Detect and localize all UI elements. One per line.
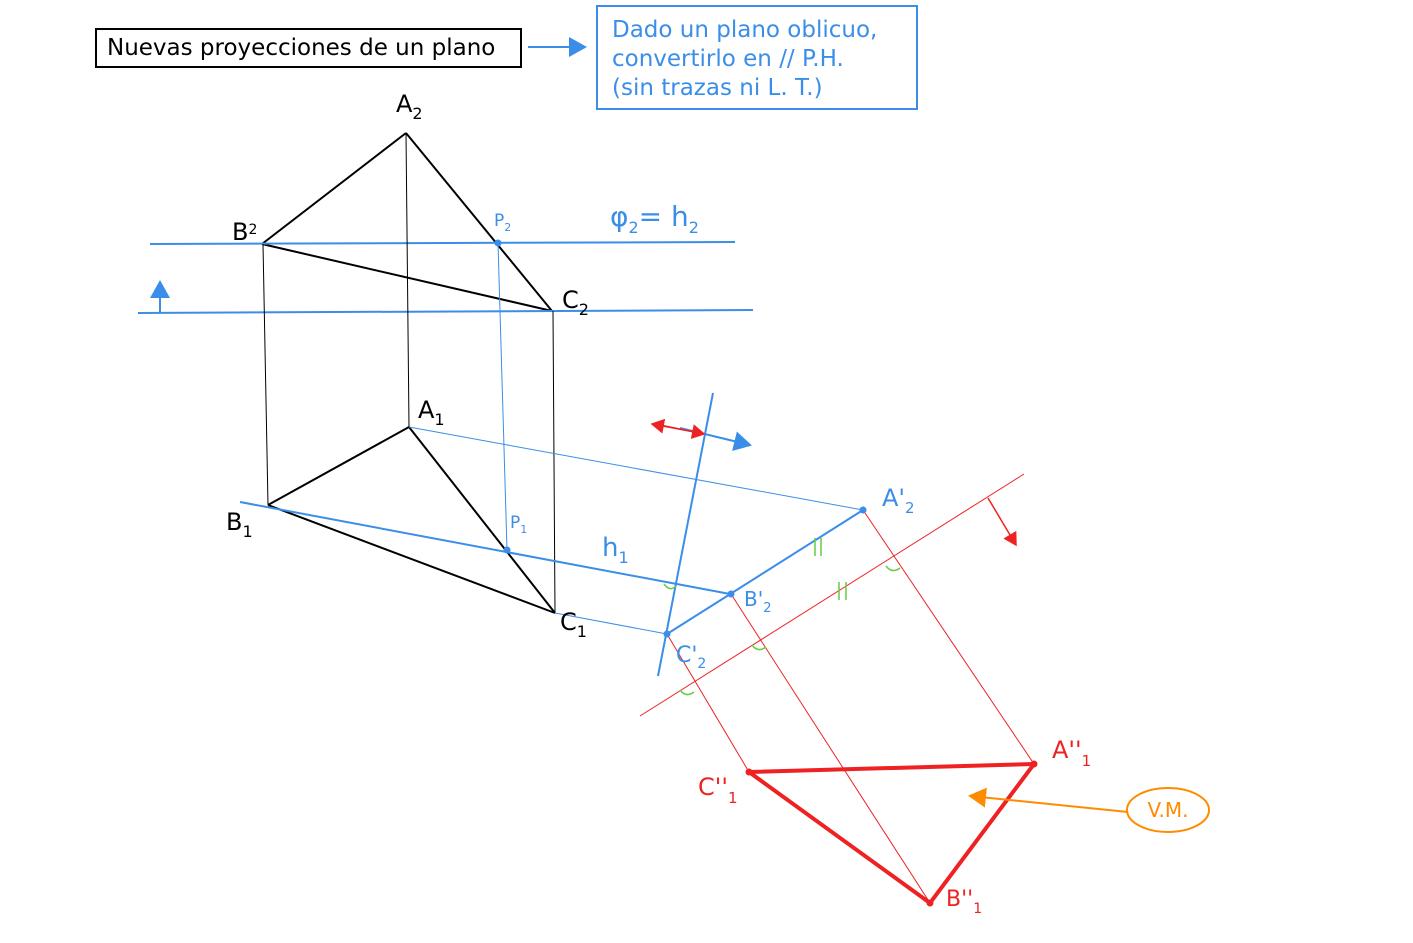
note-line-2: convertirlo en // P.H. bbox=[612, 46, 844, 72]
point-C2p bbox=[663, 630, 671, 638]
ref-line-A bbox=[405, 132, 410, 428]
vm-ellipse bbox=[1126, 787, 1210, 833]
label-A2p: A'2 bbox=[882, 484, 915, 517]
point-A1pp bbox=[1030, 760, 1038, 768]
vm-arrow bbox=[968, 787, 1129, 813]
title-box: Nuevas proyecciones de un plano bbox=[95, 28, 522, 68]
point-P1 bbox=[503, 546, 511, 554]
point-B1pp bbox=[926, 899, 934, 907]
label-C2p: C'2 bbox=[676, 643, 706, 672]
label-B2: B2 bbox=[232, 218, 257, 246]
label-C1: C1 bbox=[560, 608, 587, 641]
edge-view-plane bbox=[666, 509, 864, 635]
new-ground-line-2-arrow bbox=[987, 497, 1017, 547]
point-C1pp bbox=[745, 768, 753, 776]
plan-edge-A1-C1 bbox=[408, 426, 556, 614]
label-B2p: B'2 bbox=[744, 587, 772, 616]
projector-A bbox=[408, 426, 864, 511]
ref-line-P bbox=[497, 242, 508, 551]
projector-C bbox=[554, 612, 668, 635]
green-right-angle-2 bbox=[885, 565, 901, 572]
green-right-angle-4 bbox=[679, 689, 695, 696]
line-h1 bbox=[239, 501, 731, 595]
projector-C2 bbox=[666, 633, 750, 773]
projector-A2 bbox=[862, 509, 1035, 765]
label-P2: P2 bbox=[494, 211, 511, 234]
label-B1pp: B''1 bbox=[946, 887, 982, 917]
label-vm: V.M. bbox=[1147, 798, 1188, 822]
horizontal-plane-phi2 bbox=[149, 241, 736, 245]
label-phi2-h2: φ2= h2 bbox=[610, 200, 699, 237]
horizontal-plane-c2 bbox=[137, 309, 754, 314]
label-A1pp: A''1 bbox=[1052, 736, 1091, 770]
elevation-edge-A2-B2 bbox=[261, 132, 407, 245]
ref-line-B bbox=[262, 243, 269, 506]
plan-edge-A1-B1 bbox=[267, 426, 410, 506]
label-h1: h1 bbox=[602, 533, 629, 567]
label-C2: C2 bbox=[562, 286, 589, 319]
ref-line-C bbox=[552, 310, 556, 614]
new-ground-line-1 bbox=[657, 392, 714, 677]
note-line-1: Dado un plano oblicuo, bbox=[612, 17, 878, 43]
label-B1: B1 bbox=[226, 508, 253, 541]
plan-edge-B1-C1 bbox=[267, 504, 556, 614]
point-P2 bbox=[494, 239, 502, 247]
green-right-angle-1 bbox=[663, 583, 677, 590]
elevation-edge-A2-C2 bbox=[405, 132, 553, 312]
label-A1: A1 bbox=[418, 396, 445, 429]
true-shape-triangle bbox=[747, 762, 1036, 905]
new-ground-line-2 bbox=[639, 473, 1025, 717]
point-B2p bbox=[727, 590, 735, 598]
label-A2: A2 bbox=[396, 90, 423, 123]
label-P1: P1 bbox=[510, 513, 527, 536]
label-C1pp: C''1 bbox=[698, 773, 738, 807]
red-double-arrow-right bbox=[659, 424, 706, 439]
green-right-angle-3 bbox=[751, 644, 767, 651]
note-box: Dado un plano oblicuo, convertirlo en //… bbox=[596, 5, 918, 110]
projector-B2 bbox=[730, 593, 931, 904]
point-A2p bbox=[859, 506, 867, 514]
note-line-3: (sin trazas ni L. T.) bbox=[612, 75, 823, 101]
